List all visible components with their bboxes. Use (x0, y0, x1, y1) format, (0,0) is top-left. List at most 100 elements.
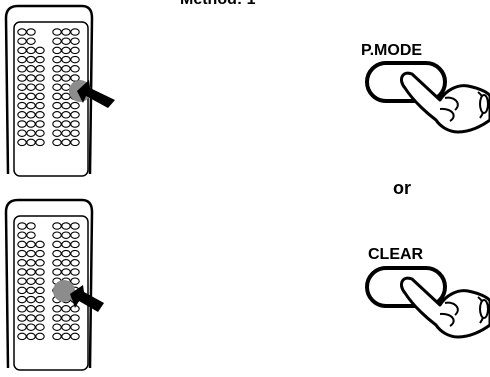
remote-key (17, 249, 27, 258)
remote-key (52, 138, 62, 147)
remote-key (26, 295, 36, 304)
remote-key (17, 222, 27, 230)
remote-key (35, 332, 45, 341)
remote-key (52, 101, 62, 110)
remote-key (35, 138, 45, 147)
or-separator-text: or (393, 178, 411, 198)
remote-key (17, 55, 27, 64)
remote-key (17, 74, 27, 82)
remote-key (61, 231, 71, 239)
remote-key (35, 295, 45, 304)
remote-key (70, 240, 80, 249)
pressing-hand-icon (400, 276, 490, 339)
remote-key (35, 268, 45, 276)
arrow-pointer-icon (77, 80, 115, 108)
remote-key (52, 314, 62, 322)
pmode-button-group (365, 61, 490, 134)
remote-key (61, 332, 71, 341)
clear-button-label: CLEAR (368, 246, 424, 263)
remote-control-top (4, 4, 115, 177)
remote-key (17, 295, 27, 304)
remote-key (61, 259, 71, 267)
remote-key (17, 83, 27, 91)
remote-key (35, 120, 45, 128)
remote-key (52, 65, 62, 73)
remote-key (35, 249, 45, 258)
remote-key (17, 129, 27, 137)
remote-key (61, 37, 71, 45)
remote-key (70, 231, 80, 239)
remote-key (35, 101, 45, 110)
remote-key (70, 55, 80, 64)
remote-key (52, 28, 62, 36)
remote-key (52, 92, 62, 101)
remote-key (70, 259, 80, 267)
remote-key (26, 259, 36, 267)
remote-key (61, 120, 71, 128)
remote-key (35, 305, 45, 313)
remote-key (61, 129, 71, 137)
remote-key (17, 268, 27, 276)
remote-key (70, 249, 80, 258)
remote-key (35, 65, 45, 73)
remote-control-bottom (4, 198, 104, 371)
remote-key (17, 314, 27, 322)
remote-key (35, 74, 45, 82)
remote-key (17, 46, 27, 55)
remote-key (35, 277, 45, 285)
remote-key (70, 28, 80, 36)
remote-key (17, 305, 27, 313)
remote-key (35, 92, 45, 101)
remote-key (70, 222, 80, 230)
remote-key (70, 74, 80, 82)
remote-key (61, 323, 71, 331)
remote-key (17, 101, 27, 110)
remote-key (61, 74, 71, 82)
remote-key (26, 46, 36, 55)
remote-key (26, 314, 36, 322)
remote-key (70, 277, 80, 285)
remote-key (26, 305, 36, 313)
remote-key (52, 83, 62, 91)
remote-key (35, 55, 45, 64)
remote-key (61, 28, 71, 36)
remote-key (52, 37, 62, 45)
remote-key (61, 240, 71, 249)
remote-key (35, 323, 45, 331)
remote-key (35, 259, 45, 267)
remote-key (17, 65, 27, 73)
remote-key (26, 129, 36, 137)
remote-key (61, 249, 71, 258)
remote-key (52, 323, 62, 331)
remote-key (61, 101, 71, 110)
remote-key (61, 65, 71, 73)
remote-key (17, 286, 27, 295)
remote-key (70, 101, 80, 110)
highlighted-button-marker (53, 280, 75, 302)
remote-key (52, 74, 62, 82)
remote-key (26, 101, 36, 110)
remote-key (52, 46, 62, 55)
remote-key (52, 222, 62, 230)
remote-key (26, 28, 36, 36)
remote-key (52, 332, 62, 341)
remote-key (61, 305, 71, 313)
remote-key (26, 231, 36, 239)
remote-key-panel (13, 21, 89, 177)
remote-key (26, 138, 36, 147)
arrow-pointer-icon (70, 285, 104, 312)
remote-key (17, 138, 27, 147)
remote-key (52, 259, 62, 267)
remote-key (17, 277, 27, 285)
remote-key (35, 111, 45, 119)
remote-key (61, 314, 71, 322)
remote-key (17, 231, 27, 239)
remote-key (70, 129, 80, 137)
remote-key (35, 286, 45, 295)
remote-key (61, 83, 71, 91)
remote-key (17, 37, 27, 45)
remote-key (17, 111, 27, 119)
remote-key (70, 37, 80, 45)
